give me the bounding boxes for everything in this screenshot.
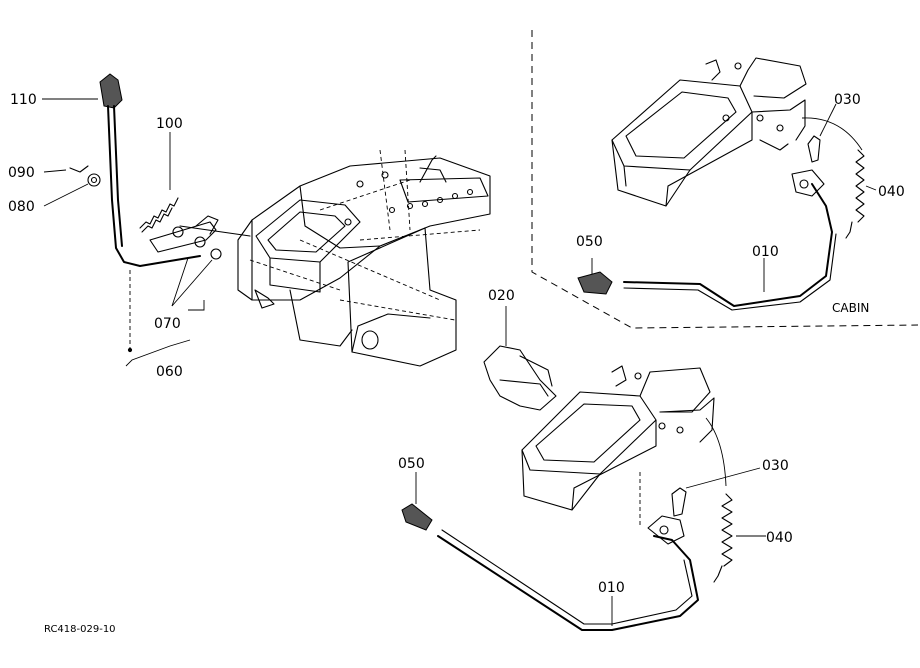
- label-010-upper: 010: [752, 244, 779, 260]
- label-080: 080: [8, 199, 35, 215]
- label-060: 060: [156, 364, 183, 380]
- label-110: 110: [10, 92, 37, 108]
- label-020: 020: [488, 288, 515, 304]
- left-lever-assembly: [69, 73, 251, 353]
- label-050-lower: 050: [398, 456, 425, 472]
- pedal-pad-part: [401, 503, 433, 531]
- spring-part: [721, 493, 733, 567]
- label-030-upper: 030: [834, 92, 861, 108]
- lower-pedal-assembly: [401, 345, 733, 631]
- label-010-lower: 010: [598, 580, 625, 596]
- label-050-upper: 050: [576, 234, 603, 250]
- spring-part: [139, 197, 179, 229]
- spring-part: [855, 149, 865, 223]
- pin-part: [69, 165, 89, 173]
- washer-part: [87, 173, 101, 187]
- label-070: 070: [154, 316, 181, 332]
- label-100: 100: [156, 116, 183, 132]
- leader-lines: [42, 98, 877, 626]
- left-pedal-frame: [237, 149, 491, 367]
- pedal-pad-part: [577, 271, 613, 295]
- label-030-lower: 030: [762, 458, 789, 474]
- knob-part: [99, 73, 123, 109]
- cabin-pedal-assembly: [577, 57, 865, 311]
- label-090: 090: [8, 165, 35, 181]
- cabin-label: CABIN: [832, 301, 869, 315]
- label-040-upper: 040: [878, 184, 905, 200]
- part-labels: 110 100 090 080 070 060 050 010 030 040 …: [8, 92, 905, 635]
- label-040-lower: 040: [766, 530, 793, 546]
- stop-bracket-part: [483, 345, 557, 411]
- diagram-reference-code: RC418-029-10: [44, 624, 116, 635]
- cabin-boundary: [531, 30, 919, 329]
